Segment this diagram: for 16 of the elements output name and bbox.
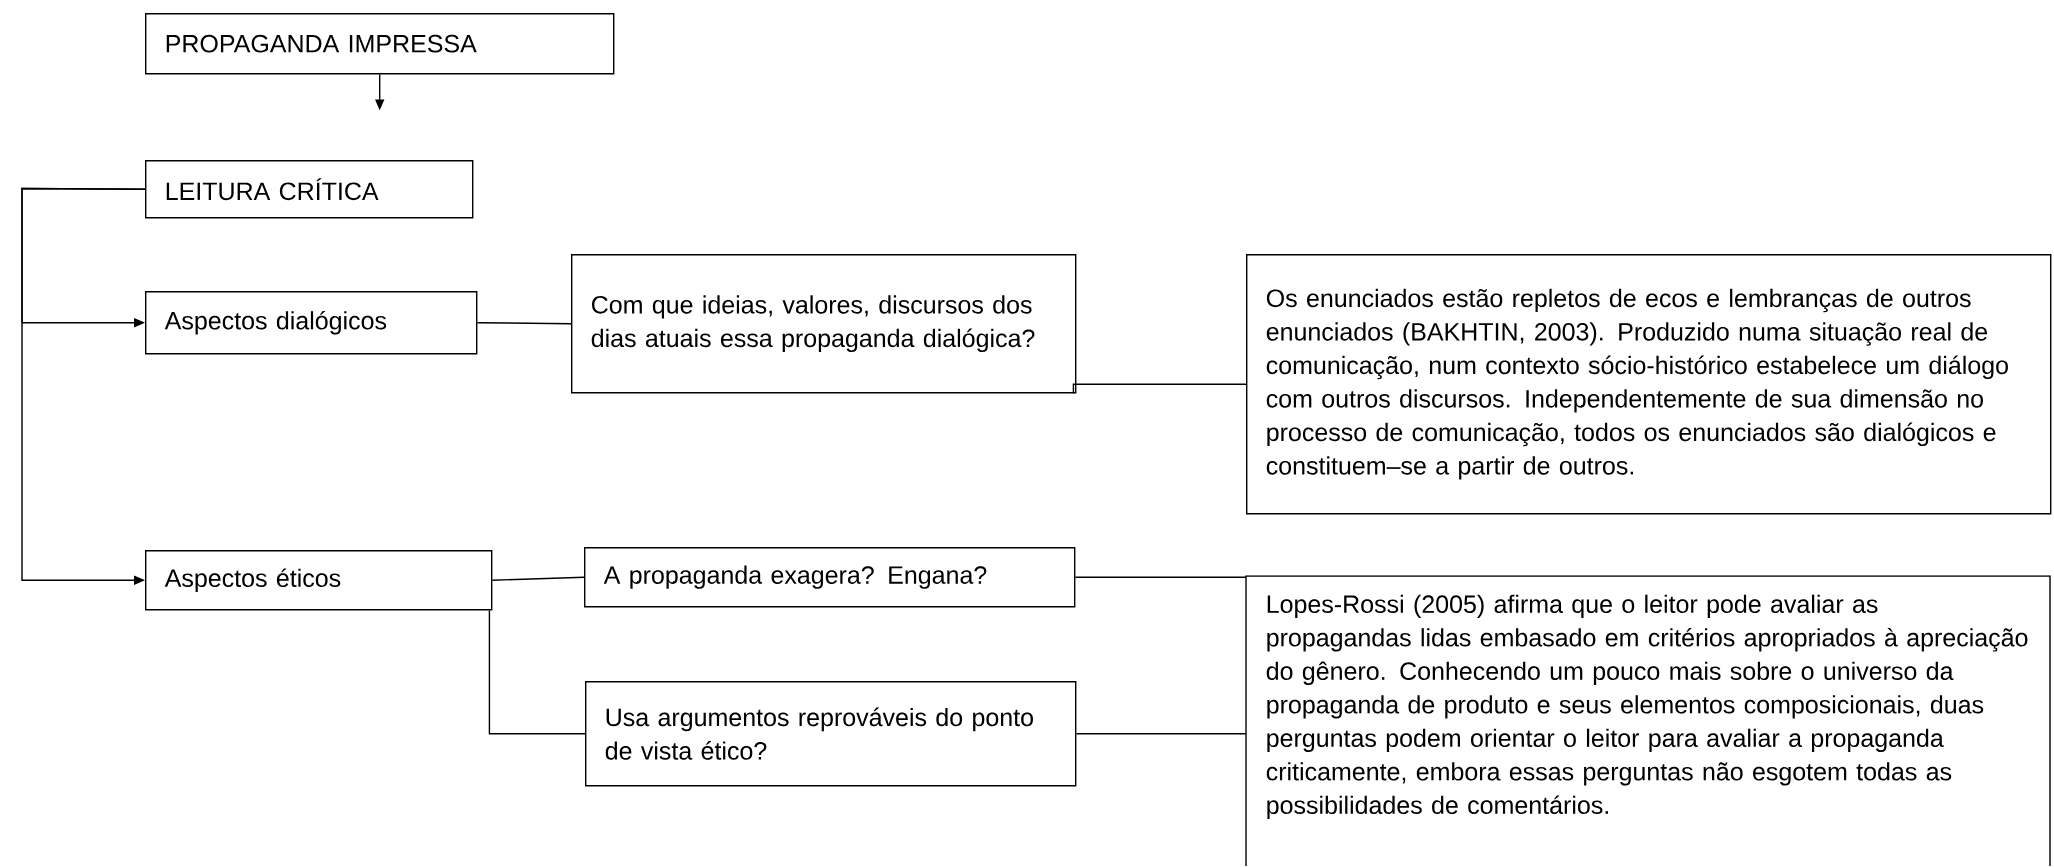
connector-line [491, 576, 585, 581]
text-box: Aspectos éticos [145, 549, 493, 611]
connector-line [476, 322, 572, 325]
connector-line [1075, 733, 1247, 735]
connector-line [488, 609, 586, 735]
text-box: A propaganda exagera? Engana? [584, 547, 1076, 608]
heading-box: LEITURA CRÍTICA [145, 160, 474, 219]
text-box: Com que ideias, valores, discursos dos dias atuais essa propaganda dialógica? [571, 254, 1077, 394]
text-box: Usa argumentos reprováveis do ponto de vista ético? [585, 680, 1077, 787]
connector-line [1074, 576, 1247, 578]
connector-line [1072, 383, 1247, 395]
text-box: Lopes-Rossi (2005) afirma que o leitor pode avaliar as propagandas lidas embasado em critérios apropriados à apreciação do gênero. Conhecendo um pouco mais sobre o universo da propaganda de produto e seus elementos composicionais, duas perguntas podem orientar o leitor para avaliar a propaganda criticamente, embora essas perguntas não esgotem todas as possibilidades de comentários. [1245, 575, 2051, 867]
text-box: Aspectos dialógicos [145, 291, 478, 355]
text-box: Os enunciados estão repletos de ecos e lembranças de outros enunciados (BAKHTIN, 2003). Produzido numa situação real de comunicação, num contexto sócio-histórico estabelece um diálogo com outros discursos. Independentemente de sua dimensão no processo de comunicação, todos os enunciados são dialógicos e constituem–se a partir de outros. [1246, 254, 2052, 515]
arrow [21, 187, 146, 585]
title-box: PROPAGANDA IMPRESSA [145, 13, 615, 75]
